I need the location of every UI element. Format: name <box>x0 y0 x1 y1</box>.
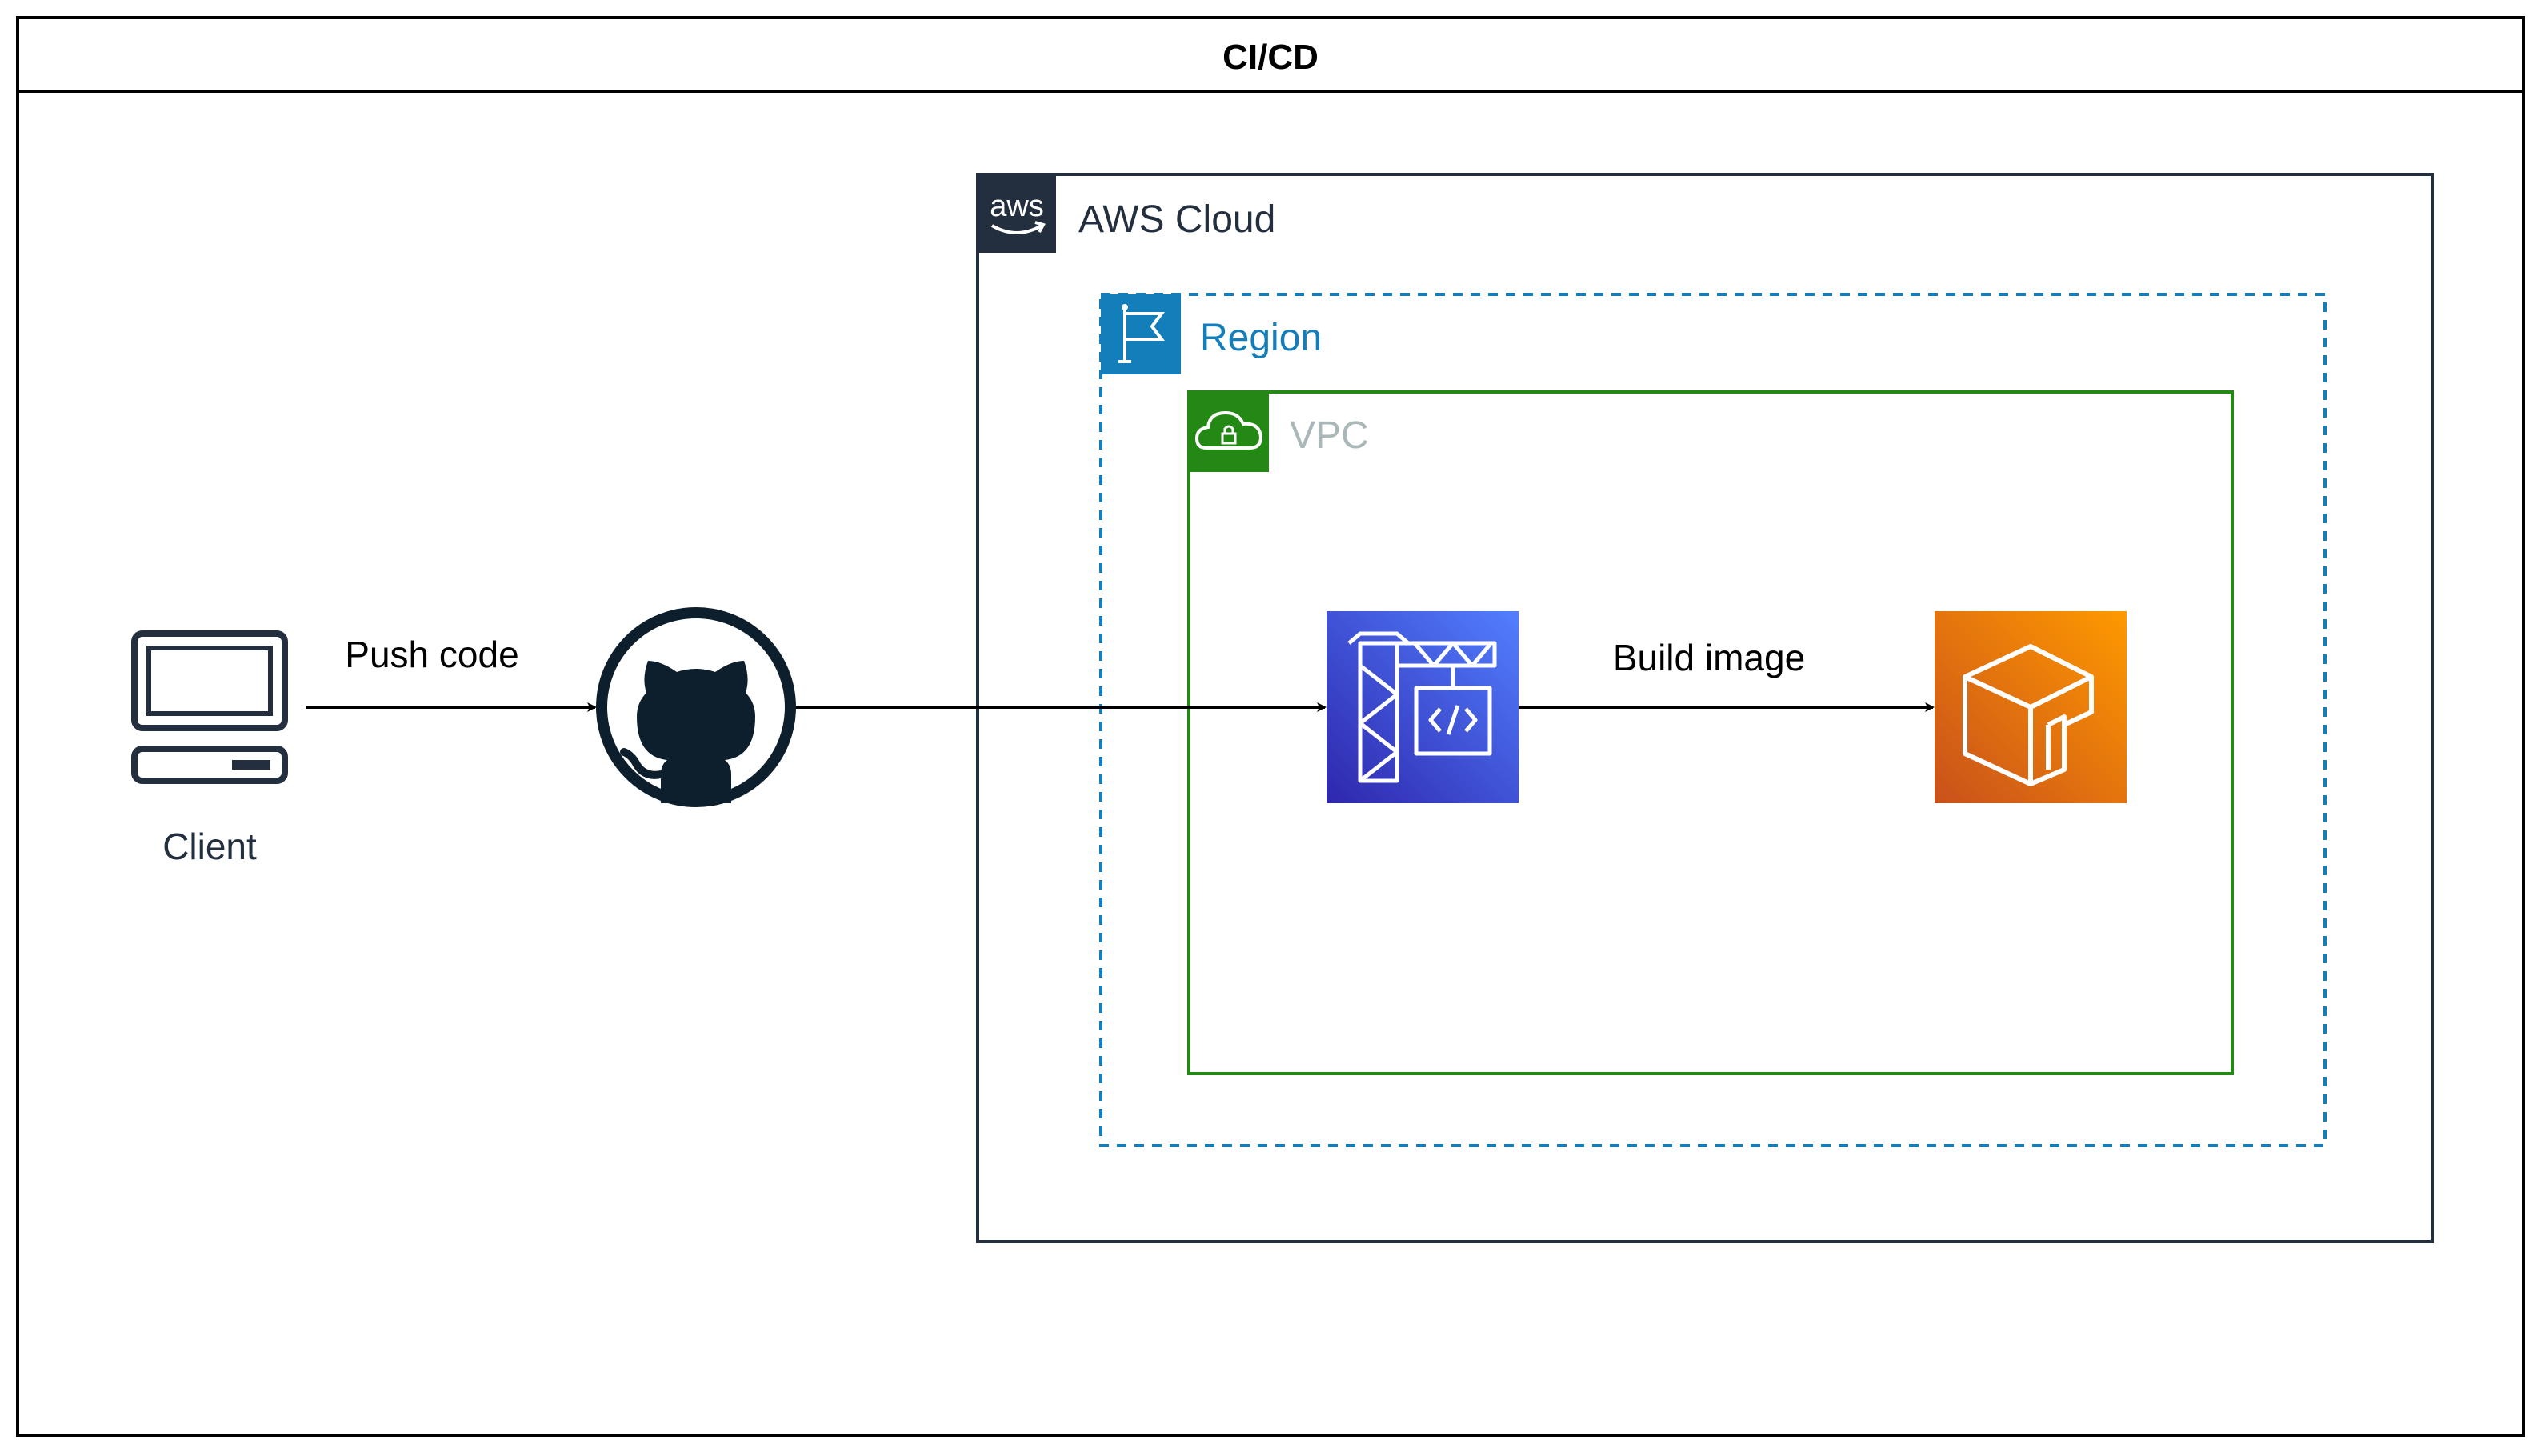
aws-codebuild-icon <box>1327 611 1519 803</box>
desktop-computer-icon <box>131 630 288 784</box>
client-label: Client <box>162 826 257 867</box>
aws-cloud-label: AWS Cloud <box>1078 198 1275 241</box>
aws-ecr-icon <box>1935 611 2127 803</box>
edge-client-to-github: Push code <box>306 634 597 712</box>
edge-label-push-code: Push code <box>345 634 518 675</box>
edge-label-build-image: Build image <box>1613 637 1805 678</box>
vpc-label: VPC <box>1290 414 1369 457</box>
container-title: CI/CD <box>1222 38 1319 77</box>
region-group: Region <box>1099 293 2327 1147</box>
flag-icon <box>1101 294 1181 374</box>
codebuild-node <box>1327 611 1519 803</box>
edge-codebuild-to-ecr: Build image <box>1519 637 1935 712</box>
github-icon <box>596 607 796 807</box>
client-node: Client <box>131 630 288 867</box>
aws-logo-icon: aws <box>978 174 1056 253</box>
aws-logo-text: aws <box>990 190 1044 223</box>
github-node <box>596 607 796 807</box>
region-label: Region <box>1200 317 1322 359</box>
vpc-group: VPC <box>1187 390 2234 1075</box>
ecr-node <box>1935 611 2127 803</box>
vpc-cloud-lock-icon <box>1189 392 1269 472</box>
